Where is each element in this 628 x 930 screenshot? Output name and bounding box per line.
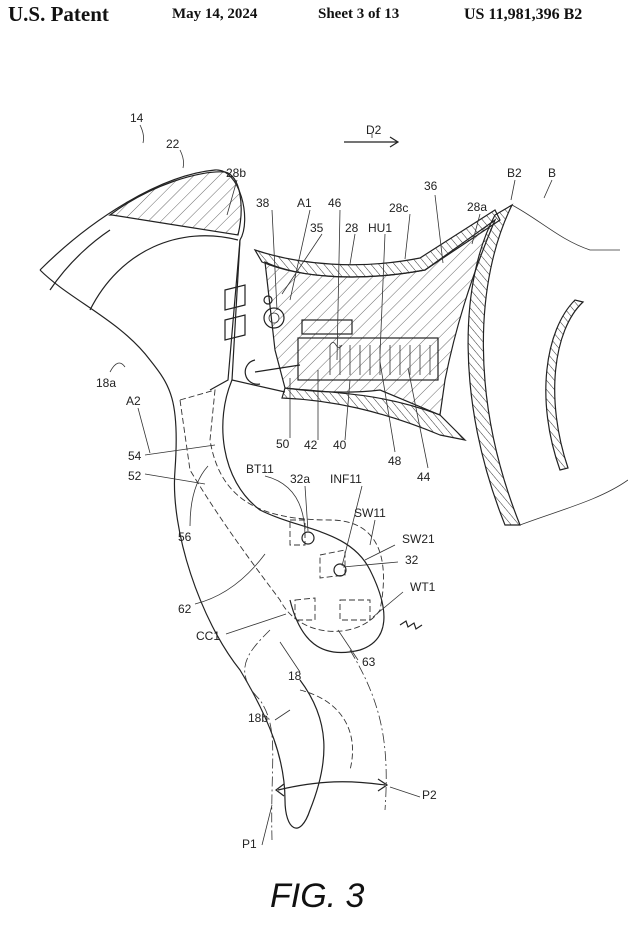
rotation-arrow-p1-p2	[275, 778, 389, 797]
label-p2: P2	[422, 788, 437, 802]
label-14: 14	[130, 111, 144, 125]
label-28c: 28c	[389, 201, 408, 215]
bracket-edge	[49, 229, 111, 291]
leader-lines	[109, 124, 553, 846]
figure-caption: FIG. 3	[270, 877, 365, 915]
label-63: 63	[362, 655, 376, 669]
label-p1: P1	[242, 837, 257, 851]
handlebar-inner-wall	[545, 299, 585, 471]
label-18b: 18b	[248, 711, 268, 725]
button-32	[333, 563, 347, 577]
label-46: 46	[328, 196, 342, 210]
label-a1: A1	[297, 196, 312, 210]
patent-date: May 14, 2024	[172, 6, 258, 22]
label-cc1: CC1	[196, 629, 220, 643]
pivot-spring-inner	[268, 312, 280, 324]
direction-arrow-d2	[344, 136, 400, 148]
handlebar-outline	[511, 204, 620, 251]
patent-number: US 11,981,396 B2	[464, 6, 583, 23]
label-62: 62	[178, 602, 192, 616]
label-35: 35	[310, 221, 324, 235]
label-a2: A2	[126, 394, 141, 408]
lever-tip-18b	[299, 689, 353, 771]
patent-title: U.S. Patent	[8, 2, 109, 26]
label-b: B	[548, 166, 556, 180]
label-54: 54	[128, 449, 142, 463]
label-50: 50	[276, 437, 290, 451]
label-32: 32	[405, 553, 419, 567]
label-28a: 28a	[467, 200, 487, 214]
pivot-pin-a1	[263, 295, 273, 305]
label-56: 56	[178, 530, 192, 544]
reservoir-block	[301, 319, 353, 335]
bracket-outer	[39, 169, 246, 391]
label-38: 38	[256, 196, 270, 210]
chamber-slot	[224, 314, 246, 341]
label-44: 44	[417, 470, 431, 484]
lever-position-p2	[349, 649, 387, 811]
pivot-spring-38	[263, 307, 285, 329]
bracket-wall-28b	[108, 171, 242, 236]
label-d2: D2	[366, 123, 382, 137]
switch-housings	[289, 519, 371, 621]
label-18a: 18a	[96, 376, 116, 390]
label-inf11: INF11	[330, 472, 362, 486]
label-40: 40	[333, 438, 347, 452]
label-32a: 32a	[290, 472, 310, 486]
label-wt1: WT1	[410, 580, 436, 594]
label-28: 28	[345, 221, 359, 235]
housing-lower-wall	[281, 387, 467, 441]
label-48: 48	[388, 454, 402, 468]
label-42: 42	[304, 438, 318, 452]
cylinder-40	[297, 337, 439, 381]
lever-18	[222, 379, 385, 654]
label-bt11: BT11	[246, 462, 274, 476]
hydraulic-unit-hu1	[264, 218, 497, 416]
button-32a	[301, 531, 315, 545]
sheet-number: Sheet 3 of 13	[318, 6, 400, 22]
label-36: 36	[424, 179, 438, 193]
label-28b: 28b	[226, 166, 246, 180]
handlebar-lower-outline	[519, 479, 628, 526]
label-18: 18	[288, 669, 302, 683]
label-hu1: HU1	[368, 221, 392, 235]
label-sw21: SW21	[402, 532, 435, 546]
bracket-inner-edge	[89, 235, 239, 311]
pushrod	[254, 364, 301, 373]
label-22: 22	[166, 137, 180, 151]
pushrod-cup	[244, 359, 261, 385]
lever-path-a2	[179, 389, 384, 632]
chamber-slot	[224, 284, 246, 311]
label-52: 52	[128, 469, 142, 483]
spring-48	[329, 342, 431, 375]
wireless-signal-icon	[399, 620, 423, 630]
label-b2: B2	[507, 166, 522, 180]
lever-position-p1	[244, 629, 274, 841]
label-sw11: SW11	[354, 506, 386, 520]
grip-18a	[39, 269, 325, 829]
